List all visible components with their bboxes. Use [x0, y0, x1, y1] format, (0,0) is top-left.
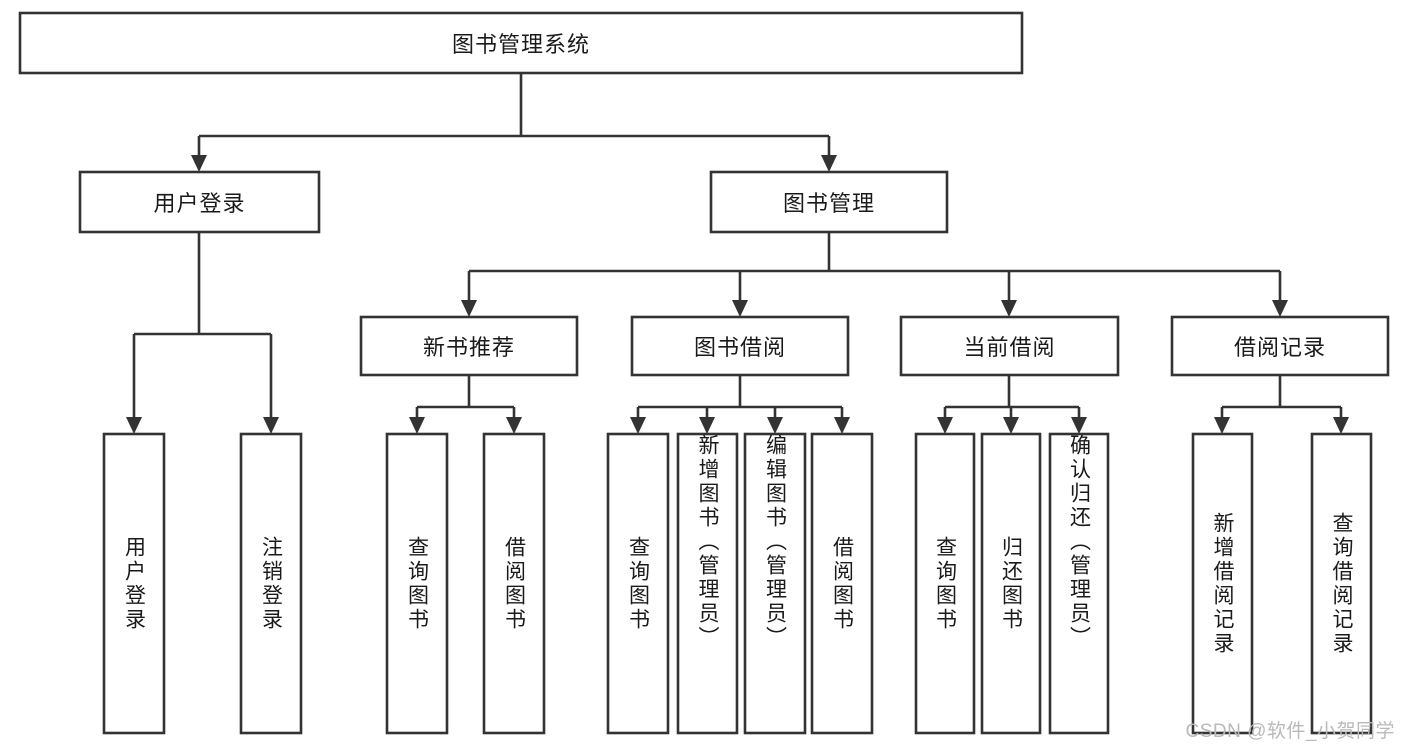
- node-box-current-borrow[interactable]: [899, 315, 1120, 377]
- node-box-new-book-rec[interactable]: [359, 315, 579, 377]
- node-box-leaf-edit-book[interactable]: [743, 432, 807, 735]
- node-box-leaf-add-book[interactable]: [676, 432, 739, 735]
- arrowhead-leaf-logout: [263, 417, 279, 434]
- node-box-borrow-record[interactable]: [1170, 315, 1390, 377]
- node-box-leaf-query-book-3[interactable]: [914, 432, 976, 735]
- node-box-book-manage[interactable]: [709, 170, 949, 234]
- arrowhead-book-manage: [821, 155, 837, 172]
- arrowhead-leaf-add-record: [1214, 417, 1230, 434]
- arrowhead-new-book-rec: [461, 300, 477, 317]
- edge-group-book-borrow: [630, 375, 850, 434]
- arrowhead-leaf-return-book: [1003, 417, 1019, 434]
- node-box-leaf-confirm-return[interactable]: [1048, 432, 1110, 735]
- edge-group-root: [191, 73, 837, 172]
- arrowhead-user-login: [191, 155, 207, 172]
- watermark: CSDN @软件_小贺同学: [1185, 721, 1395, 742]
- arrowhead-leaf-add-book: [699, 417, 715, 434]
- node-box-root[interactable]: [18, 11, 1024, 75]
- arrowhead-leaf-borrow-book-1: [506, 417, 522, 434]
- node-box-leaf-logout[interactable]: [239, 432, 303, 735]
- node-box-leaf-borrow-book-2[interactable]: [810, 432, 874, 735]
- node-box-leaf-add-record[interactable]: [1191, 432, 1254, 735]
- arrowhead-leaf-borrow-book-2: [834, 417, 850, 434]
- edge-group-new-book-rec: [409, 375, 522, 434]
- arrowhead-leaf-user-login: [126, 417, 142, 434]
- arrowhead-leaf-confirm-return: [1071, 417, 1087, 434]
- arrowhead-current-borrow: [1001, 300, 1017, 317]
- arrowhead-leaf-edit-book: [767, 417, 783, 434]
- arrowhead-leaf-query-book-1: [409, 417, 425, 434]
- edge-group-user-login: [126, 232, 279, 434]
- node-box-user-login[interactable]: [78, 170, 321, 234]
- node-box-leaf-query-book-2[interactable]: [606, 432, 670, 735]
- node-box-leaf-user-login[interactable]: [102, 432, 166, 735]
- node-box-book-borrow[interactable]: [630, 315, 850, 377]
- arrowhead-leaf-query-book-2: [630, 417, 646, 434]
- arrowhead-borrow-record: [1272, 300, 1288, 317]
- arrowhead-book-borrow: [732, 300, 748, 317]
- node-box-leaf-return-book[interactable]: [980, 432, 1042, 735]
- node-box-leaf-query-book-1[interactable]: [385, 432, 449, 735]
- node-box-leaf-query-record[interactable]: [1310, 432, 1373, 735]
- edge-group-book-manage: [461, 232, 1288, 317]
- edge-group-current-borrow: [937, 375, 1087, 434]
- arrowhead-leaf-query-book-3: [937, 417, 953, 434]
- edge-group-borrow-record: [1214, 375, 1349, 434]
- arrowhead-leaf-query-record: [1333, 417, 1349, 434]
- node-box-leaf-borrow-book-1[interactable]: [482, 432, 546, 735]
